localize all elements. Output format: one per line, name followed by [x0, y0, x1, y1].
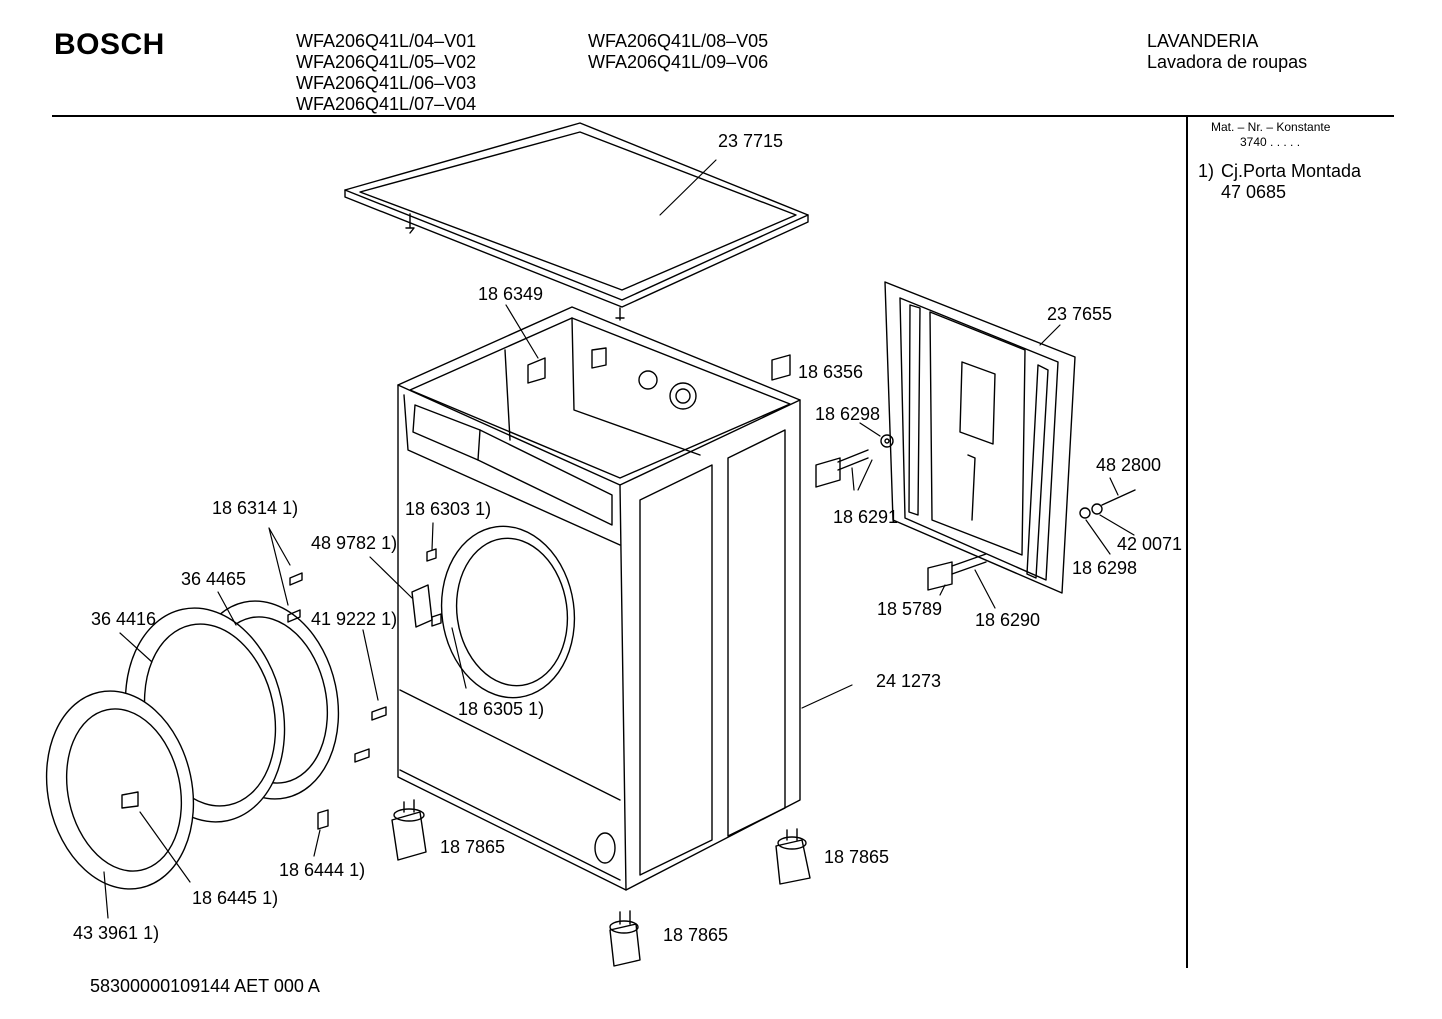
part-label: 18 6303 1): [405, 499, 492, 519]
note-title: Cj.Porta Montada: [1221, 161, 1362, 181]
category-block: LAVANDERIA Lavadora de roupas: [1147, 31, 1307, 73]
part-label: 18 7865: [663, 925, 729, 945]
model-list-2: WFA206Q41L/08–V05 WFA206Q41L/09–V06: [588, 31, 768, 73]
part-label: 48 9782 1): [311, 533, 398, 553]
model-number: WFA206Q41L/07–V04: [296, 94, 477, 114]
header-divider: [52, 115, 1394, 117]
part-label: 18 6349: [478, 284, 544, 304]
note-marker: 1): [1198, 161, 1215, 181]
model-number: WFA206Q41L/04–V01: [296, 31, 477, 51]
part-label: 42 0071: [1117, 534, 1183, 554]
part-label: 36 4416: [91, 609, 157, 629]
part-label: 48 2800: [1096, 455, 1162, 475]
category-subtitle: Lavadora de roupas: [1147, 52, 1308, 72]
model-number: WFA206Q41L/06–V03: [296, 73, 477, 93]
part-label: 18 7865: [824, 847, 890, 867]
document-number: 58300000109144 AET 000 A: [90, 976, 320, 996]
part-label: 18 6356: [798, 362, 864, 382]
rear-panel: [884, 281, 1076, 594]
part-label: 18 5789: [877, 599, 943, 619]
model-number: WFA206Q41L/08–V05: [588, 31, 769, 51]
feet: [391, 799, 811, 967]
category-title: LAVANDERIA: [1147, 31, 1259, 51]
mat-nr-value: 3740 . . . . .: [1240, 135, 1301, 149]
model-list-1: WFA206Q41L/04–V01 WFA206Q41L/05–V02 WFA2…: [296, 31, 476, 115]
part-label: 23 7715: [718, 131, 784, 151]
part-label: 24 1273: [876, 671, 942, 691]
part-label: 18 6290: [975, 610, 1041, 630]
part-label: 18 6291: [833, 507, 899, 527]
part-label: 43 3961 1): [73, 923, 160, 943]
part-label: 18 6314 1): [212, 498, 299, 518]
part-label: 36 4465: [181, 569, 247, 589]
part-label: 18 6298: [1072, 558, 1138, 578]
top-lid: [344, 122, 809, 321]
part-label: 18 6445 1): [192, 888, 279, 908]
sidebar-divider: [1186, 115, 1188, 968]
part-label: 41 9222 1): [311, 609, 398, 629]
part-label: 23 7655: [1047, 304, 1113, 324]
model-number: WFA206Q41L/05–V02: [296, 52, 477, 72]
mat-nr-label: Mat. – Nr. – Konstante: [1211, 120, 1331, 134]
cabinet-body: [397, 306, 801, 891]
hardware: [287, 354, 1136, 830]
part-label: 18 6298: [815, 404, 881, 424]
leader-lines: [103, 159, 1135, 919]
door-assembly: [45, 600, 340, 890]
model-number: WFA206Q41L/09–V06: [588, 52, 769, 72]
note-number: 47 0685: [1221, 182, 1287, 202]
part-label: 18 6444 1): [279, 860, 366, 880]
part-label: 18 7865: [440, 837, 506, 857]
brand-logo: BOSCH: [54, 28, 165, 61]
part-label: 18 6305 1): [458, 699, 545, 719]
